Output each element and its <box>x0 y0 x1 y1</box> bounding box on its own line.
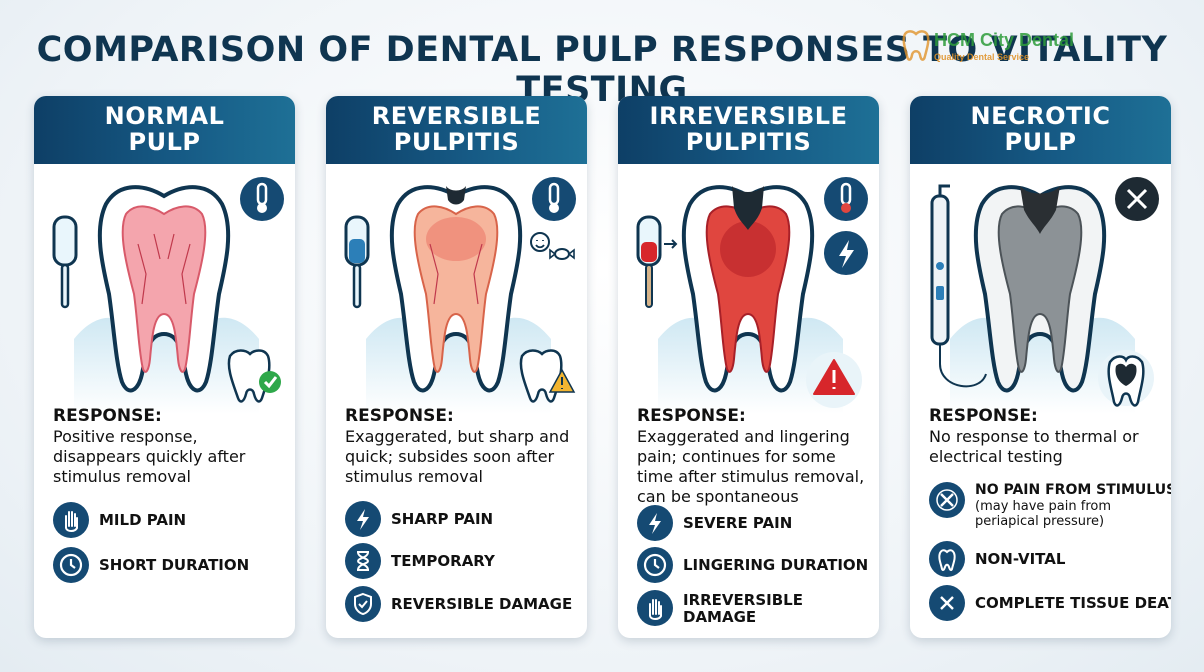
card-header: NORMAL PULP <box>34 96 295 164</box>
feature-complete-tissue-death: COMPLETE TISSUE DEATH <box>929 585 1171 623</box>
hand-icon <box>637 590 673 626</box>
necrotic-pulp-illustration <box>930 177 1159 414</box>
page-title: COMPARISON OF DENTAL PULP RESPONSES TO V… <box>36 30 1168 110</box>
thermometer-badge-icon <box>532 177 576 221</box>
feature-reversible-damage: REVERSIBLE DAMAGE <box>345 586 585 624</box>
lightning-icon <box>345 501 381 537</box>
hourglass-icon <box>345 543 381 579</box>
feature-lingering-duration: LINGERING DURATION <box>637 547 877 585</box>
card-title-line1: IRREVERSIBLE <box>649 102 848 130</box>
clock-icon <box>53 547 89 583</box>
card-title-line2: PULPITIS <box>393 128 520 156</box>
feature-temporary: TEMPORARY <box>345 543 585 581</box>
thermometer-badge-icon <box>824 177 868 221</box>
feature-label: SHORT DURATION <box>99 556 250 574</box>
feature-irreversible-damage: IRREVERSIBLE DAMAGE <box>637 590 877 628</box>
x-icon <box>929 585 965 621</box>
tooth-warning-icon <box>519 349 576 403</box>
response-text: Exaggerated, but sharp and quick; subsid… <box>345 427 570 486</box>
response-text: Positive response, disappears quickly af… <box>53 427 246 486</box>
card-title-line1: NORMAL <box>104 102 225 130</box>
lightning-icon <box>637 505 673 541</box>
feature-no-pain-from-stimulus: NO PAIN FROM STIMULUS (may have pain fro… <box>929 482 1171 532</box>
warning-icon <box>806 352 862 408</box>
feature-short-duration: SHORT DURATION <box>53 547 293 585</box>
normal-pulp-illustration <box>52 177 284 414</box>
watermark-tooth-icon <box>902 30 930 61</box>
feature-label: SHARP PAIN <box>391 510 494 528</box>
hand-icon <box>53 502 89 538</box>
tooth-icon <box>681 185 815 393</box>
healthy-tooth-check-icon <box>227 349 281 403</box>
thermometer-badge-icon <box>240 177 284 221</box>
tooth-icon <box>929 541 965 577</box>
feature-severe-pain: SEVERE PAIN <box>637 505 877 543</box>
reversible-pulpitis-illustration <box>344 177 576 414</box>
card-necrotic-pulp: NECROTIC PULP RE <box>910 96 1171 638</box>
card-title-line1: REVERSIBLE <box>371 102 542 130</box>
card-normal-pulp: NORMAL PULP RESPONSE: Positi <box>34 96 295 638</box>
card-title-line1: NECROTIC <box>970 102 1111 130</box>
watermark-name: HCM City Dental <box>934 30 1075 50</box>
card-reversible-pulpitis: REVERSIBLE PULPITIS <box>326 96 587 638</box>
x-badge-icon <box>1115 177 1159 221</box>
tooth-icon <box>97 185 231 393</box>
feature-label: TEMPORARY <box>391 552 495 570</box>
pulp-tester-icon <box>930 184 987 388</box>
clock-icon <box>637 547 673 583</box>
feature-label: REVERSIBLE DAMAGE <box>391 595 573 613</box>
card-title-line2: PULP <box>1004 128 1077 156</box>
irreversible-pulpitis-illustration <box>636 177 868 414</box>
tooth-icon <box>389 185 523 393</box>
feature-label: MILD PAIN <box>99 511 187 529</box>
watermark-tagline: Quality Dental Service <box>934 52 1030 62</box>
feature-label: LINGERING DURATION <box>683 556 869 574</box>
tooth-icon <box>973 185 1107 393</box>
hot-stick-icon <box>636 215 678 308</box>
lightning-badge-icon <box>824 231 868 275</box>
response-label: RESPONSE: <box>637 406 746 426</box>
card-title-line2: PULPITIS <box>685 128 812 156</box>
card-header: IRREVERSIBLE PULPITIS <box>618 96 879 164</box>
feature-label: NON-VITAL <box>975 550 1066 568</box>
shield-check-icon <box>345 586 381 622</box>
feature-label: COMPLETE TISSUE DEATH <box>975 594 1171 612</box>
ice-stick-icon <box>52 215 78 309</box>
response-text: No response to thermal or electrical tes… <box>929 427 1139 466</box>
feature-label: IRREVERSIBLE DAMAGE <box>683 591 803 626</box>
x-icon <box>929 482 965 518</box>
response-label: RESPONSE: <box>929 406 1038 426</box>
card-header: REVERSIBLE PULPITIS <box>326 96 587 164</box>
feature-non-vital: NON-VITAL <box>929 541 1169 579</box>
response-label: RESPONSE: <box>345 406 454 426</box>
feature-sublabel: (may have pain from periapical pressure) <box>975 499 1112 529</box>
card-irreversible-pulpitis: IRREVERSIBLE PULPITIS <box>618 96 879 638</box>
feature-sharp-pain: SHARP PAIN <box>345 501 585 539</box>
candy-icon <box>530 232 575 260</box>
feature-label: SEVERE PAIN <box>683 514 793 532</box>
cold-stick-icon <box>344 215 370 309</box>
feature-mild-pain: MILD PAIN <box>53 502 293 540</box>
watermark-logo: HCM City Dental Quality Dental Service <box>900 28 1090 68</box>
dead-tooth-icon <box>1098 350 1154 407</box>
card-title-line2: PULP <box>128 128 201 156</box>
feature-label: NO PAIN FROM STIMULUS <box>975 482 1171 498</box>
card-header: NECROTIC PULP <box>910 96 1171 164</box>
response-text: Exaggerated and lingering pain; continue… <box>637 427 865 506</box>
response-label: RESPONSE: <box>53 406 162 426</box>
